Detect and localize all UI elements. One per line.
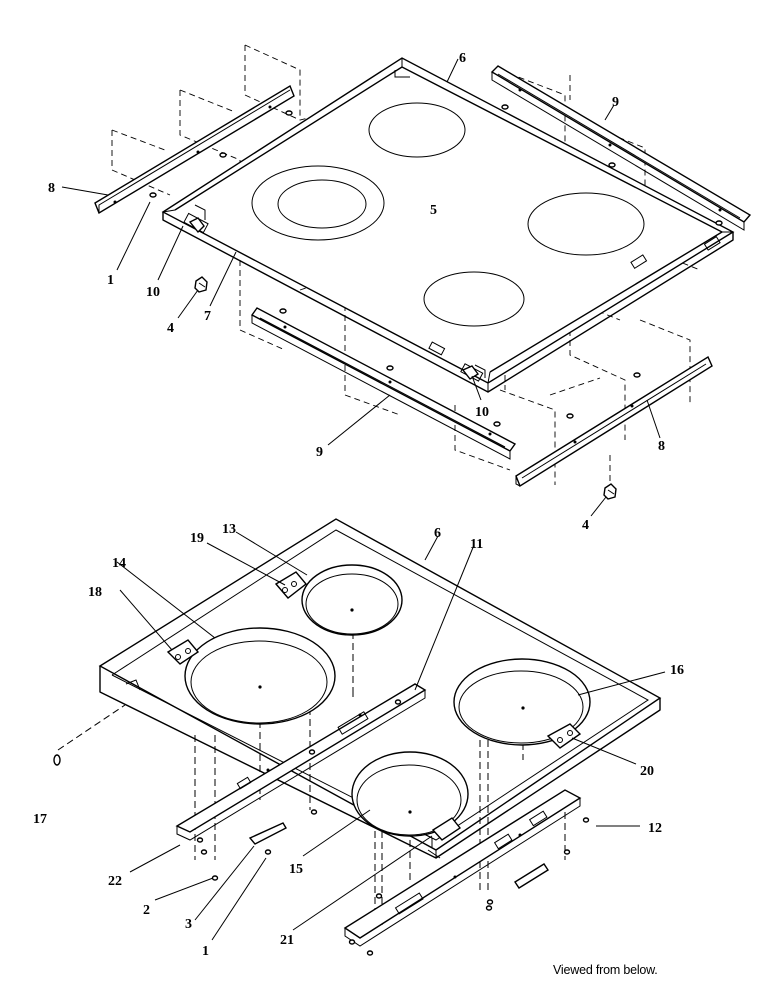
callout-8-left: 8 [48,181,55,196]
side-trim-left [94,84,295,215]
view-caption: Viewed from below. [553,963,658,977]
callout-3: 3 [185,917,192,932]
callout-8-right: 8 [658,439,665,454]
crossmember-12 [343,789,590,956]
burner-rings-below [184,564,591,837]
terminal-20 [546,723,582,749]
bracket-4-left [194,276,208,293]
callout-15: 15 [289,862,303,877]
burner-front-left-inner [277,179,367,229]
crossmember-11 [175,683,427,843]
ring-13-inner [305,573,399,635]
ring-16-inner [458,670,584,744]
callout-11: 11 [470,537,483,552]
callouts-bottom: 13 19 14 18 6 11 16 20 12 17 22 2 3 1 15… [33,522,684,959]
callout-4-left: 4 [167,321,174,336]
burner-rear-right [527,192,645,256]
callout-10-front: 10 [475,405,489,420]
leaders-bottom [116,531,666,941]
callout-6-bottom: 6 [434,526,441,541]
callout-12: 12 [648,821,662,836]
callout-10-left: 10 [146,285,160,300]
callout-9-right: 9 [612,95,619,110]
callout-18: 18 [88,585,102,600]
burner-rear-left [368,102,466,158]
callout-4-right: 4 [582,518,589,533]
ring-14-inner [190,640,328,724]
callout-14: 14 [112,556,126,571]
clip-10-left [188,217,205,234]
terminal-bottom [431,817,462,841]
bottom-assembly: 13 19 14 18 6 11 16 20 12 17 22 2 3 1 15… [33,518,684,959]
screws-below [53,754,493,911]
callout-6-top: 6 [459,51,466,66]
callout-19: 19 [190,531,204,546]
callout-17: 17 [33,812,47,827]
clip-3-below [248,822,549,889]
screw-17 [53,754,61,766]
callouts-top: 8 1 10 4 7 6 5 9 9 10 8 4 [48,51,665,533]
burner-outlines-top [251,102,645,327]
cooktop-frame-below [98,518,662,859]
clip-10-front [461,365,480,380]
terminal-blocks-below [166,571,582,841]
top-assembly: 8 1 10 4 7 6 5 9 9 10 8 4 [48,44,752,533]
callout-16: 16 [670,663,684,678]
burner-front-right [423,271,525,327]
cooktop-frame [161,57,735,393]
callout-1-bottom: 1 [202,944,209,959]
side-trim-front-left [250,307,517,460]
callout-1-top: 1 [107,273,114,288]
bracket-4-right [603,483,617,500]
callout-2: 2 [143,903,150,918]
burner-front-left-outer [251,165,385,241]
callout-7: 7 [204,309,211,324]
callout-20: 20 [640,764,654,779]
ring-13-outer [301,564,403,636]
callout-9-front: 9 [316,445,323,460]
ring-14-outer [184,627,336,725]
side-trim-right [515,355,713,488]
side-trim-rear-right [490,65,752,231]
callout-5: 5 [430,203,437,218]
callout-13: 13 [222,522,236,537]
ring-15-outer [351,751,469,837]
ring-16-outer [453,658,591,746]
callout-21: 21 [280,933,294,948]
ring-15-inner [356,764,462,836]
screw-1-top [149,110,293,198]
leaders-top [61,58,661,517]
callout-22: 22 [108,874,122,889]
